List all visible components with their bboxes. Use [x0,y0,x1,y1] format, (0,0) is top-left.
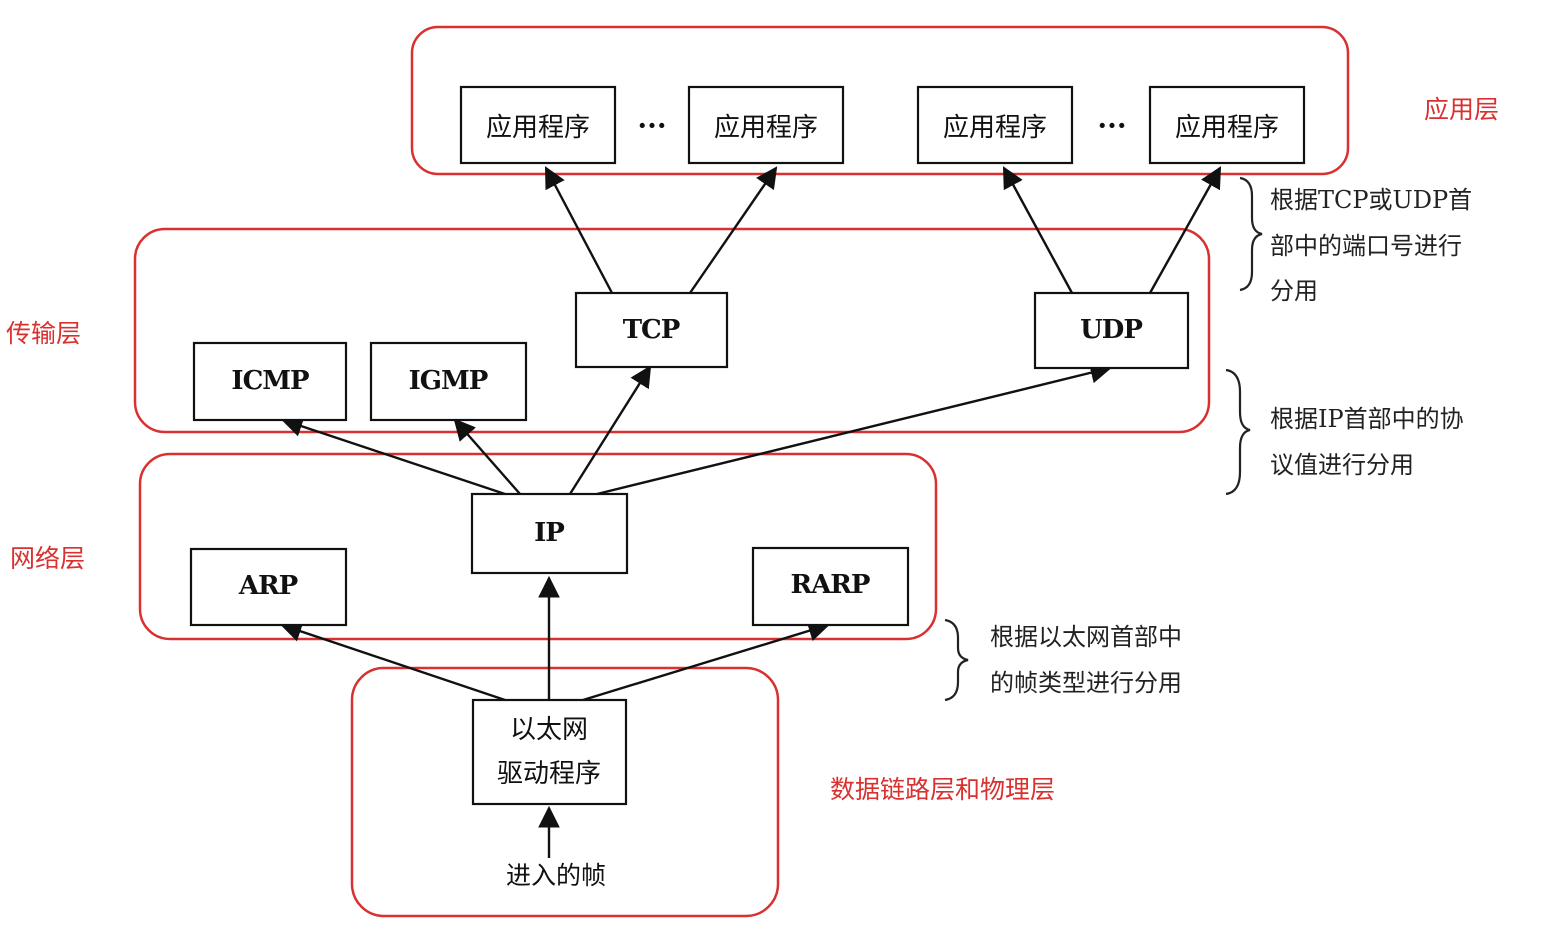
arrow-ip-to-tcp [568,365,652,495]
eth-demux-note-line2: 的帧类型进行分用 [990,669,1182,697]
app-node-3: 应用程序 [916,85,1074,165]
ip-demux-note: 根据IP首部中的协 议值进行分用 [1270,405,1464,479]
network-layer-box [138,452,938,641]
network-layer-label: 网络层 [10,544,85,573]
eth-demux-note: 根据以太网首部中 的帧类型进行分用 [990,623,1182,697]
port-demux-note-line3: 分用 [1270,277,1318,305]
arrow-tcp-to-app2 [689,166,778,294]
rarp-node: RARP [751,546,910,627]
udp-node: UDP [1033,291,1190,370]
ip-node-label: IP [534,518,564,548]
app-node-1-label: 应用程序 [486,113,590,143]
app-node-3-label: 应用程序 [943,113,1047,143]
application-layer-box [410,25,1350,176]
port-demux-note-line1: 根据TCP或UDP首 [1270,186,1472,214]
app-node-4: 应用程序 [1148,85,1306,165]
transport-layer-label: 传输层 [6,319,81,348]
link-layer-box [350,666,780,918]
ethernet-driver-node: 以太网 驱动程序 [471,698,628,806]
arrow-tcp-to-app1 [544,166,614,294]
transport-layer-box [133,227,1211,434]
app-node-2: 应用程序 [687,85,845,165]
igmp-node: IGMP [369,341,528,422]
port-demux-note: 根据TCP或UDP首 部中的端口号进行 分用 [1270,186,1472,305]
arrow-ip-to-udp [596,362,1113,496]
arrow-driver-to-arp [279,620,506,702]
ip-demux-note-line2: 议值进行分用 [1270,451,1414,479]
app-ellipsis-left: ··· [637,109,666,142]
ip-demux-brace [1225,368,1251,496]
ethernet-driver-label-line2: 驱动程序 [497,759,601,789]
arrow-udp-to-app4 [1148,166,1222,294]
arrow-udp-to-app3 [1002,166,1074,294]
udp-node-label: UDP [1080,315,1142,345]
app-node-1: 应用程序 [459,85,617,165]
arp-node: ARP [189,547,348,627]
eth-demux-note-line1: 根据以太网首部中 [990,623,1182,651]
ethernet-driver-label-line1: 以太网 [510,715,588,745]
app-ellipsis-right: ··· [1097,109,1126,142]
port-demux-brace [1239,176,1263,292]
ip-node: IP [470,492,629,575]
tcp-node: TCP [574,291,729,369]
port-demux-note-line2: 部中的端口号进行 [1270,232,1462,260]
rarp-node-label: RARP [791,570,870,600]
incoming-frame-label: 进入的帧 [506,861,606,890]
icmp-node-label: ICMP [231,366,309,396]
arrow-ip-to-igmp [453,418,521,495]
icmp-node: ICMP [192,341,348,422]
arp-node-label: ARP [238,571,298,601]
eth-demux-brace [944,618,969,702]
arrow-ip-to-icmp [280,415,506,496]
arrow-driver-to-rarp [582,620,831,702]
ip-demux-note-line1: 根据IP首部中的协 [1270,405,1464,433]
application-layer-label: 应用层 [1424,95,1499,124]
link-layer-label: 数据链路层和物理层 [830,775,1055,804]
igmp-node-label: IGMP [409,366,488,396]
app-node-2-label: 应用程序 [714,113,818,143]
tcp-node-label: TCP [623,315,680,345]
app-node-4-label: 应用程序 [1175,113,1279,143]
